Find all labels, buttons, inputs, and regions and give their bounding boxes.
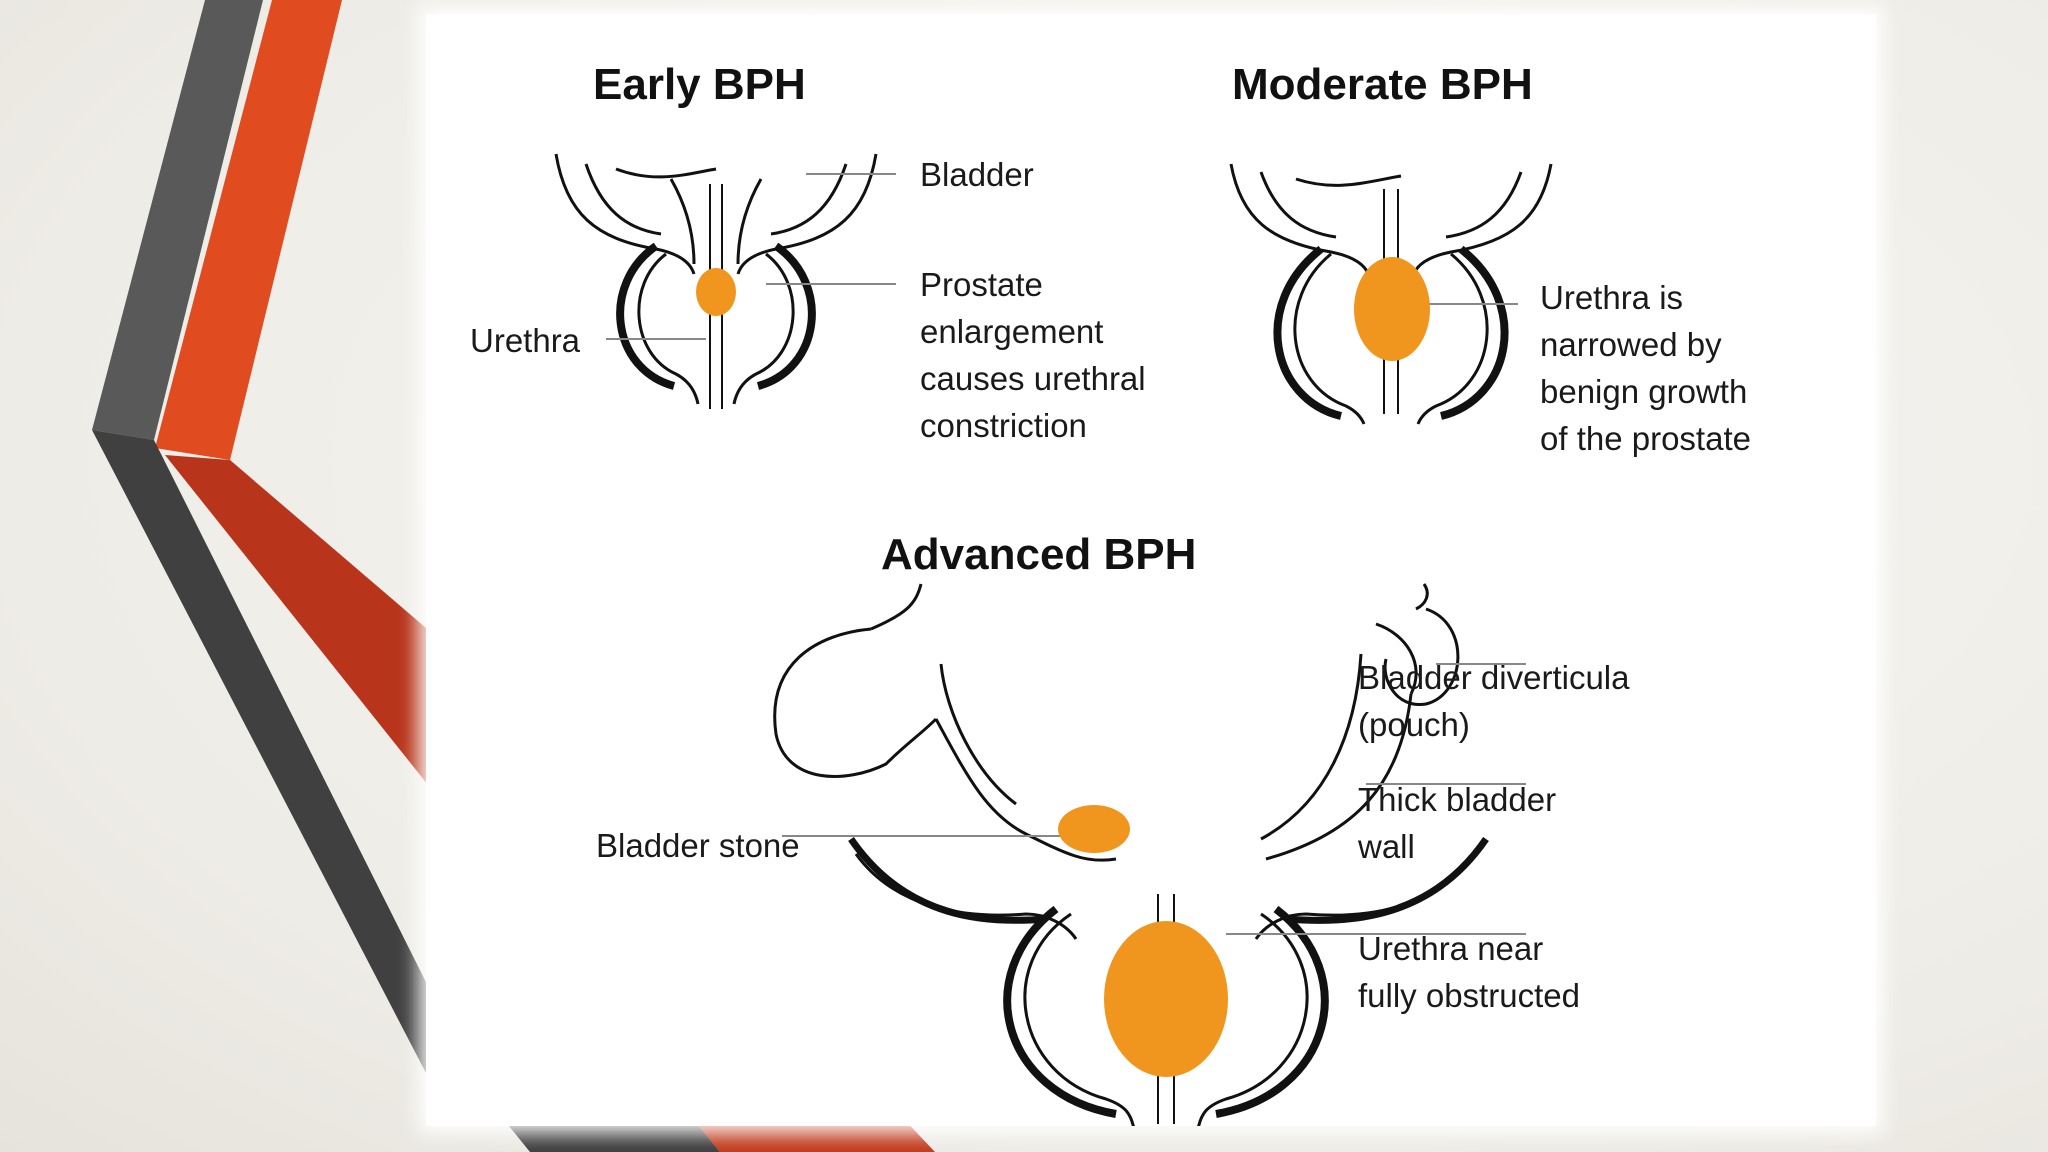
bladder-diverticula-label-line: (pouch)	[1358, 706, 1470, 743]
moderate-urethra-label-line: Urethra is	[1540, 279, 1684, 316]
gray-chevron-lower	[92, 430, 440, 1100]
moderate-urethra-label-line: benign growth	[1540, 373, 1748, 410]
red-chevron-lower	[165, 455, 440, 800]
thick-bladder-wall-label-line: Thick bladder	[1358, 781, 1557, 818]
moderate-urethra-label-line: narrowed by	[1540, 326, 1722, 363]
early-prostate-label-line: enlargement	[920, 313, 1104, 350]
moderate-bph-title: Moderate BPH	[1232, 60, 1533, 109]
moderate-prostate-growth	[1354, 257, 1430, 361]
bladder-stone-shape	[1058, 805, 1130, 853]
bladder-diverticula-label: Bladder diverticula (pouch)	[1358, 654, 1629, 748]
early-prostate-growth	[696, 268, 736, 316]
bladder-stone-label: Bladder stone	[596, 827, 800, 864]
early-prostate-label-line: Prostate	[920, 266, 1043, 303]
early-bph-illustration	[554, 153, 896, 409]
gray-chevron-upper	[92, 0, 263, 440]
advanced-bph-title: Advanced BPH	[881, 530, 1197, 579]
early-prostate-label: Prostate enlargement causes urethral con…	[920, 261, 1146, 449]
thick-bladder-wall-label: Thick bladder wall	[1358, 776, 1556, 870]
bladder-diverticula-label-line: Bladder diverticula	[1358, 659, 1630, 696]
advanced-bph-illustration	[773, 583, 1526, 1126]
advanced-urethra-label: Urethra near fully obstructed	[1358, 925, 1580, 1019]
bph-diagram-illustration	[554, 153, 1553, 1126]
advanced-urethra-label-line: Urethra near	[1358, 930, 1544, 967]
early-bph-title: Early BPH	[593, 60, 806, 109]
moderate-bph-illustration	[1229, 163, 1553, 425]
advanced-urethra-label-line: fully obstructed	[1358, 977, 1580, 1014]
thick-bladder-wall-label-line: wall	[1358, 828, 1415, 865]
diagram-card: Early BPH Moderate BPH Advanced BPH Blad…	[426, 14, 1876, 1126]
advanced-prostate-growth	[1104, 921, 1228, 1077]
early-bladder-label: Bladder	[920, 156, 1034, 193]
moderate-urethra-label-line: of the prostate	[1540, 420, 1751, 457]
orange-chevron-upper	[155, 0, 342, 460]
moderate-urethra-label: Urethra is narrowed by benign growth of …	[1540, 274, 1751, 462]
early-prostate-label-line: constriction	[920, 407, 1087, 444]
early-prostate-label-line: causes urethral	[920, 360, 1146, 397]
early-urethra-label: Urethra	[470, 322, 581, 359]
